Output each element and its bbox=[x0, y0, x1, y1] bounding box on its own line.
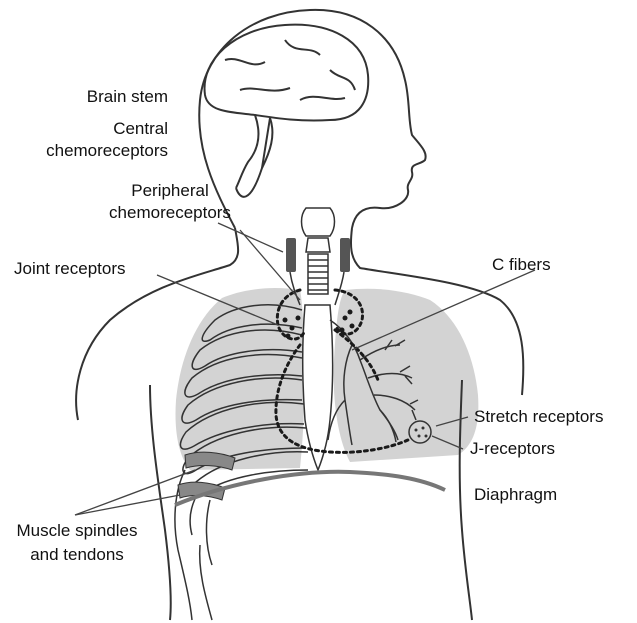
alveoli-icon bbox=[409, 421, 431, 443]
trachea-icon bbox=[302, 208, 335, 294]
sternum bbox=[303, 305, 333, 470]
stretch-receptors-label: Stretch receptors bbox=[474, 406, 603, 427]
c-fibers-label: C fibers bbox=[492, 254, 551, 275]
peripheral-chemoreceptors-label-line2: chemoreceptors bbox=[100, 202, 240, 223]
brain-stem-shape bbox=[236, 118, 270, 197]
muscle-spindles-label-line1: Muscle spindles bbox=[4, 520, 150, 541]
j-receptors-label: J-receptors bbox=[470, 438, 555, 459]
peripheral-chemoreceptors-label-line1: Peripheral bbox=[100, 180, 240, 201]
muscle-spindles-label-line2: and tendons bbox=[4, 544, 150, 565]
torso-left bbox=[150, 385, 171, 620]
central-chemoreceptors-label-line2: chemoreceptors bbox=[40, 140, 168, 161]
brain-stem-label: Brain stem bbox=[40, 86, 168, 107]
brain-icon bbox=[205, 25, 369, 188]
central-chemoreceptors-label-line1: Central bbox=[40, 118, 168, 139]
joint-receptors-label: Joint receptors bbox=[14, 258, 126, 279]
diaphragm-label: Diaphragm bbox=[474, 484, 557, 505]
